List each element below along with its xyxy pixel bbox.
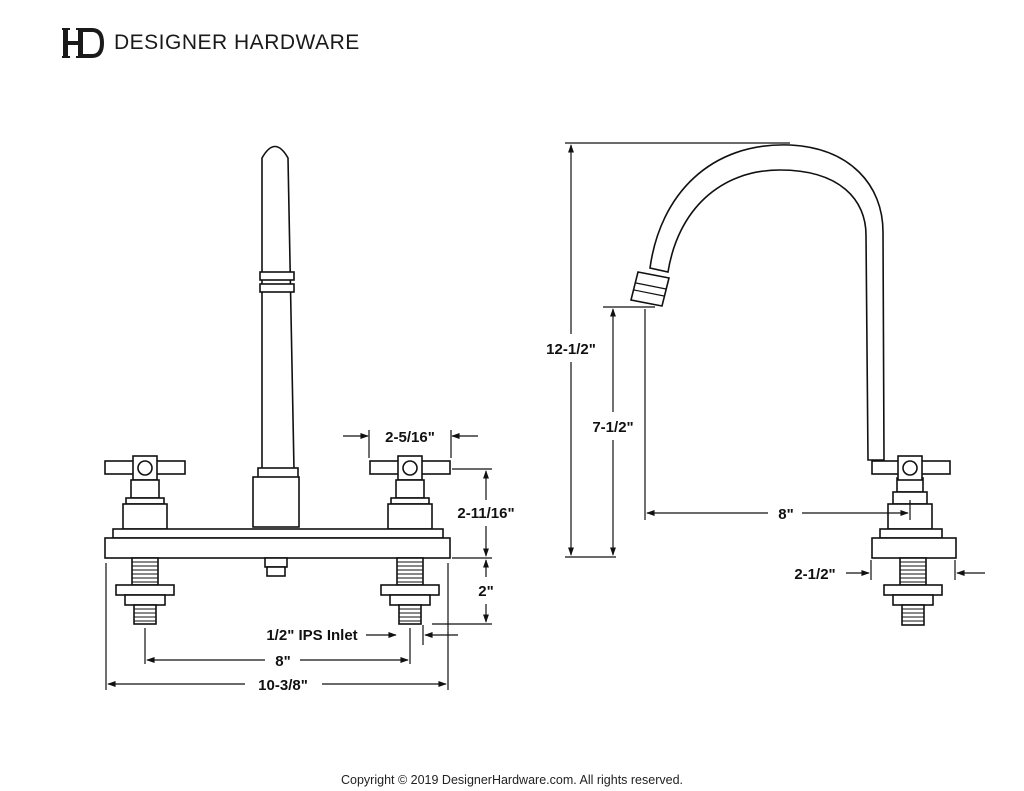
- side-view: 12-1/2" 7-1/2" 8": [546, 142, 985, 626]
- side-deck-top: [879, 528, 943, 539]
- dim-handle-width: 2-5/16": [343, 429, 478, 458]
- handle-cap: [137, 460, 153, 476]
- shank-inlet: [398, 604, 422, 625]
- dim-spout-clearance: 7-1/2": [592, 306, 655, 556]
- dim-handle-height: 2-11/16": [452, 468, 515, 559]
- right-cross-handle: [369, 455, 451, 530]
- brand-name: DESIGNER HARDWARE: [114, 31, 360, 54]
- shank-nut: [389, 594, 431, 606]
- dim-center-spread: 8": [144, 628, 411, 670]
- copyright-footer: Copyright © 2019 DesignerHardware.com. A…: [341, 773, 683, 787]
- shank-washer: [115, 584, 175, 596]
- spout-base: [252, 476, 300, 528]
- side-handle-cap: [902, 460, 918, 476]
- handle-valve-body: [387, 503, 433, 530]
- handle-ring: [390, 497, 430, 505]
- dim-overall-width: 10-3/8": [105, 563, 449, 694]
- right-shank: [380, 557, 440, 625]
- dim-label-spout-reach: 8": [778, 506, 793, 523]
- handle-ring: [125, 497, 165, 505]
- dim-label-base-depth: 2-1/2": [794, 566, 835, 583]
- spout-aerator: [630, 271, 670, 307]
- side-shank-washer: [883, 584, 943, 596]
- dim-label-overall-height: 12-1/2": [546, 341, 596, 358]
- front-view: 2-5/16" 2-11/16" 2" 1/2" IPS Inlet: [104, 145, 515, 694]
- handle-stem: [130, 479, 160, 499]
- dim-label-shank-length: 2": [478, 583, 493, 600]
- left-shank: [115, 557, 175, 625]
- center-nut: [266, 566, 286, 577]
- side-shank-inlet: [901, 604, 925, 626]
- dim-inlet: 1/2" IPS Inlet: [266, 625, 458, 645]
- dim-base-depth: 2-1/2": [794, 560, 985, 583]
- side-shank-nut: [892, 594, 934, 606]
- spout-ring: [259, 283, 295, 293]
- spout-ring: [259, 271, 295, 281]
- dh-logo-icon: [62, 28, 104, 58]
- handle-valve-body: [122, 503, 168, 530]
- dim-label-handle-height: 2-11/16": [457, 505, 514, 522]
- deck-plate-top: [112, 528, 444, 539]
- gooseneck-spout: [649, 144, 885, 461]
- dim-label-overall-width: 10-3/8": [258, 677, 308, 694]
- shank-washer: [380, 584, 440, 596]
- side-deck-plate: [871, 537, 957, 559]
- dim-spout-reach: 8": [644, 309, 911, 523]
- dim-label-inlet: 1/2" IPS Inlet: [266, 627, 357, 644]
- dim-label-spout-clearance: 7-1/2": [592, 419, 633, 436]
- handle-stem: [395, 479, 425, 499]
- left-cross-handle: [104, 455, 186, 530]
- dim-label-center-spread: 8": [275, 653, 290, 670]
- dim-overall-height: 12-1/2": [546, 142, 790, 558]
- spout-tube: [261, 145, 295, 471]
- shank-nut: [124, 594, 166, 606]
- brand-header: DESIGNER HARDWARE: [62, 26, 360, 60]
- shank-inlet: [133, 604, 157, 625]
- deck-plate: [104, 537, 451, 559]
- handle-cap: [402, 460, 418, 476]
- dim-label-handle-width: 2-5/16": [385, 429, 435, 446]
- dim-shank-length: 2": [432, 559, 494, 625]
- center-nut: [264, 557, 288, 568]
